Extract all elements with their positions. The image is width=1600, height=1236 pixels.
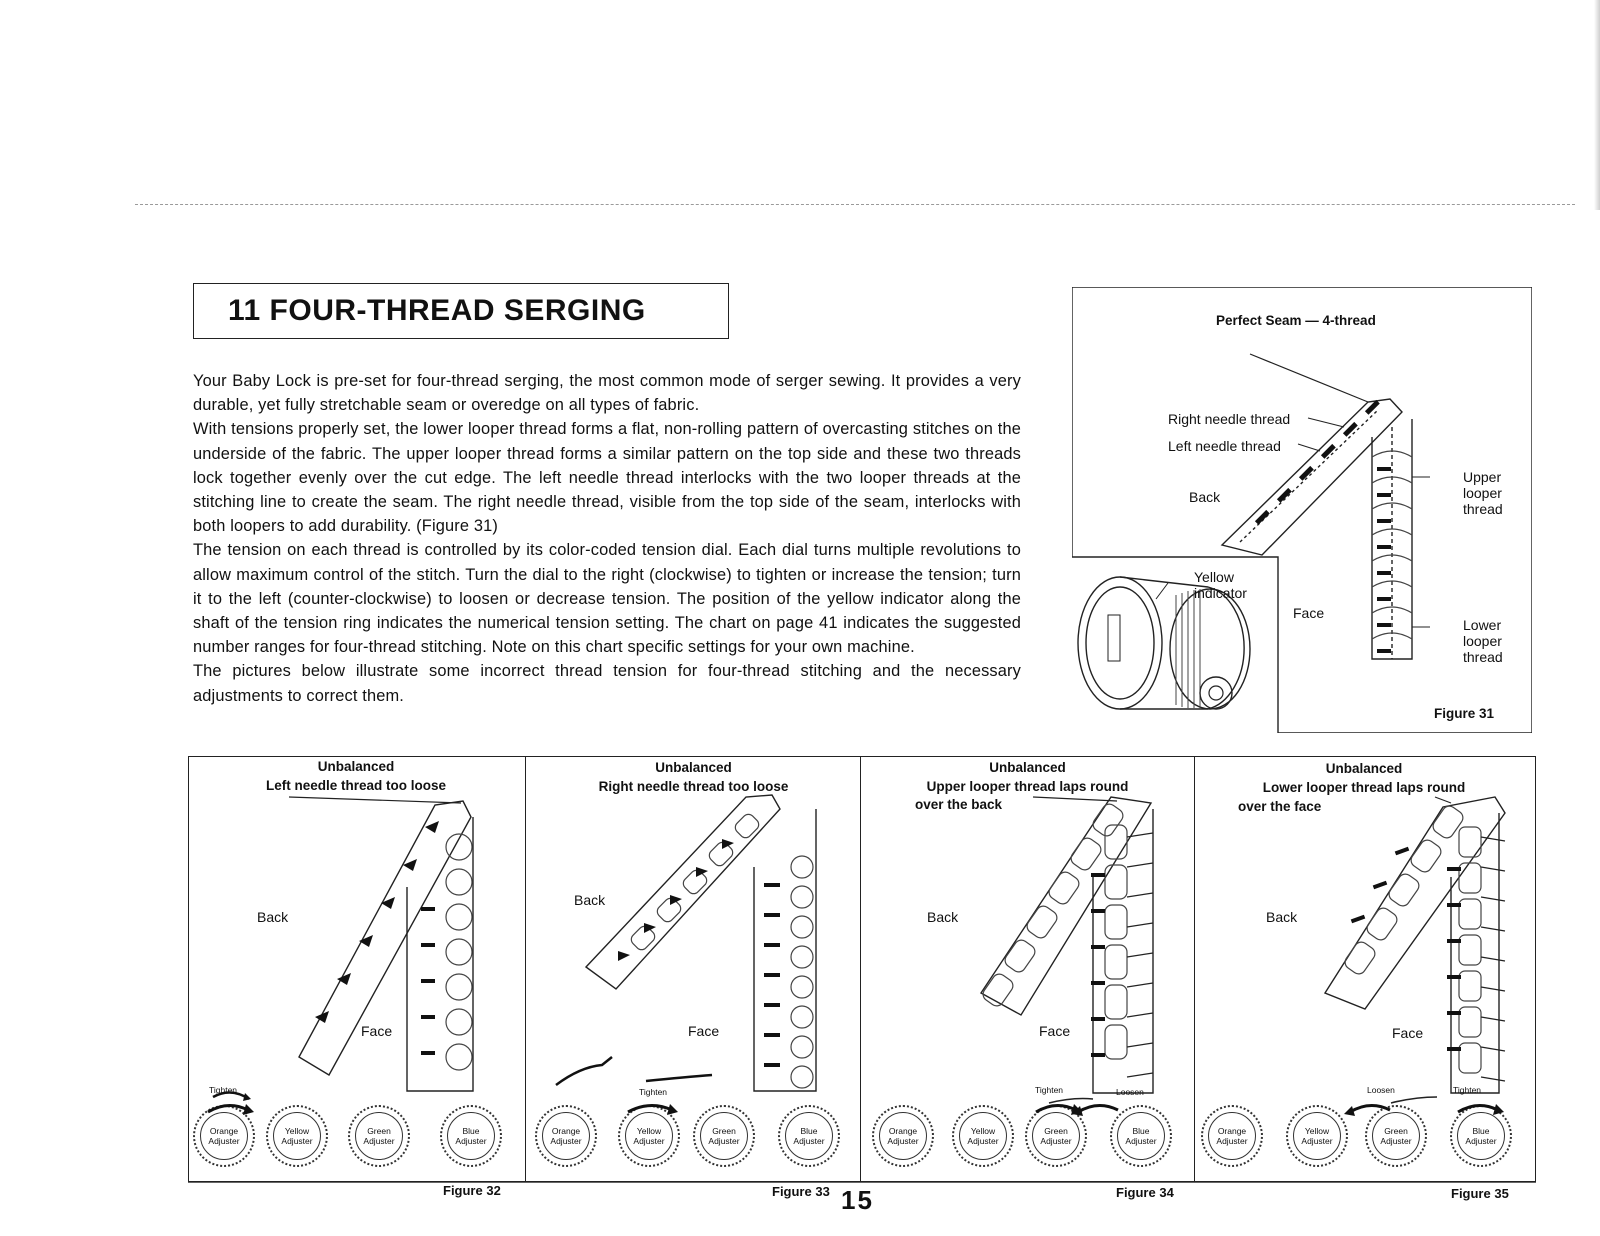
- top-divider: [135, 204, 1575, 205]
- section-heading-text: 11 FOUR-THREAD SERGING: [228, 294, 646, 327]
- figure-34-title: Unbalanced Upper looper thread laps roun…: [926, 760, 1129, 794]
- figure-31-face-label: Face: [1293, 605, 1325, 621]
- figure-34-tighten-label: Tighten: [1035, 1085, 1064, 1095]
- figure-35-illustration: [1323, 796, 1506, 1104]
- left-needle-label: Left needle thread: [1168, 438, 1281, 454]
- panel-figure-32: Unbalanced Left needle thread too loose …: [189, 757, 526, 1181]
- figure-33-title: Unbalanced Right needle thread too loose: [598, 760, 789, 794]
- figure-34-caption: Figure 34: [1116, 1185, 1174, 1200]
- section-heading: 11 FOUR-THREAD SERGING: [193, 283, 729, 339]
- figure-35-title-line3: over the face: [1238, 799, 1322, 814]
- figure-31-title: Perfect Seam — 4-thread: [1216, 313, 1376, 328]
- panel-figure-33: Unbalanced Right needle thread too loose…: [526, 757, 861, 1181]
- page-number: 15: [841, 1185, 874, 1215]
- figure-35-tighten-label: Tighten: [1453, 1085, 1482, 1095]
- figure-33-back-label: Back: [574, 892, 606, 908]
- figure-33-illustration: [555, 794, 817, 1092]
- figure-33-face-label: Face: [688, 1023, 720, 1039]
- right-needle-label: Right needle thread: [1168, 411, 1291, 427]
- lower-looper-label: Lower looper thread: [1463, 617, 1503, 665]
- panel-figure-34: Unbalanced Upper looper thread laps roun…: [861, 757, 1195, 1181]
- unbalanced-panels: Unbalanced Left needle thread too loose …: [188, 756, 1536, 1182]
- body-text: Your Baby Lock is pre-set for four-threa…: [193, 369, 1021, 708]
- figure-32-back-label: Back: [257, 909, 289, 925]
- figure-35-title: Unbalanced Lower looper thread laps roun…: [1262, 761, 1466, 795]
- figure-31-back-label: Back: [1189, 489, 1221, 505]
- figure-32-tighten-label: Tighten: [209, 1085, 238, 1095]
- figure-31-caption: Figure 31: [1434, 706, 1495, 721]
- figure-35-face-label: Face: [1392, 1025, 1424, 1041]
- figure-31-illustration: [1071, 286, 1533, 734]
- yellow-indicator-label: Yellow indicator: [1194, 569, 1247, 601]
- paragraph-3: The tension on each thread is controlled…: [193, 541, 1021, 657]
- figure-33-caption: Figure 33: [772, 1184, 830, 1199]
- figure-35-caption: Figure 35: [1451, 1186, 1509, 1201]
- paragraph-4: The pictures below illustrate some incor…: [193, 662, 1021, 705]
- panel-figure-35: Unbalanced Lower looper thread laps roun…: [1195, 757, 1534, 1181]
- figure-35-back-label: Back: [1266, 909, 1298, 925]
- figure-32-title: Unbalanced Left needle thread too loose: [265, 759, 447, 793]
- figure-33-tighten-label: Tighten: [639, 1087, 668, 1097]
- tension-arrows: [207, 1104, 1504, 1116]
- paragraph-2: With tensions properly set, the lower lo…: [193, 420, 1021, 536]
- figure-34-back-label: Back: [927, 909, 959, 925]
- bottom-rule: [188, 1182, 1536, 1183]
- figure-32-caption: Figure 32: [443, 1183, 501, 1198]
- figure-34-loosen-label: Loosen: [1116, 1087, 1144, 1097]
- figure-34-illustration: [979, 796, 1154, 1104]
- figure-34-face-label: Face: [1039, 1023, 1071, 1039]
- upper-looper-label: Upper looper thread: [1463, 469, 1503, 517]
- figure-34-title-line3: over the back: [915, 797, 1003, 812]
- figure-32-illustration: [212, 796, 474, 1101]
- paragraph-1: Your Baby Lock is pre-set for four-threa…: [193, 372, 1021, 415]
- figure-35-loosen-label: Loosen: [1367, 1085, 1395, 1095]
- page-edge-shadow: [1594, 0, 1600, 210]
- figure-31: Perfect Seam — 4-thread Right needle thr…: [1071, 286, 1533, 734]
- figure-32-face-label: Face: [361, 1023, 393, 1039]
